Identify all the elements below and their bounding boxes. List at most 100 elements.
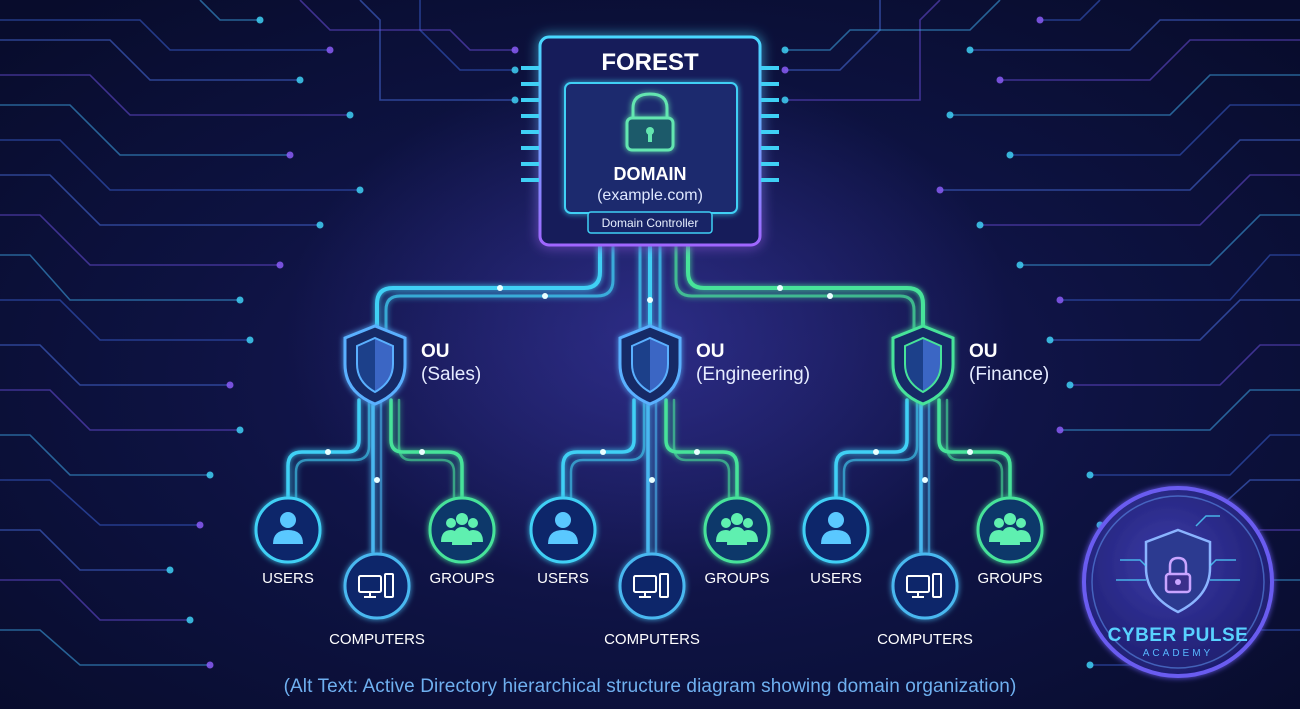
circuit-node xyxy=(346,111,354,119)
user-icon xyxy=(548,512,578,544)
ou-branch-lines xyxy=(834,398,1012,554)
ou-node-2: OU(Engineering) USERS GROUPS COMPUTERS xyxy=(529,324,810,648)
caption: (Alt Text: Active Directory hierarchical… xyxy=(283,676,1017,697)
computers-label: COMPUTERS xyxy=(329,631,425,648)
padlock-icon xyxy=(625,92,675,152)
users-label: USERS xyxy=(537,570,589,587)
circuit-node xyxy=(206,471,214,479)
logo-line2: ACADEMY xyxy=(1143,648,1213,659)
shield-icon xyxy=(343,324,407,406)
circuit-node xyxy=(511,66,519,74)
connector-dots xyxy=(497,285,833,303)
users-node xyxy=(529,496,597,564)
group-icon xyxy=(989,513,1031,545)
circuit-trace-right xyxy=(1050,299,1300,341)
domain-name: (example.com) xyxy=(597,187,703,204)
branch-dot xyxy=(649,477,655,483)
shield-icon xyxy=(891,324,955,406)
circuit-trace-left xyxy=(0,434,210,476)
branch-groups xyxy=(389,398,464,500)
circuit-trace-left xyxy=(0,344,230,386)
circuit-trace-left xyxy=(0,529,170,571)
branch-groups xyxy=(937,398,1012,500)
circuit-node xyxy=(246,336,254,344)
circuit-trace-right xyxy=(785,0,941,101)
circuit-trace-right xyxy=(1060,254,1300,301)
groups-node xyxy=(703,496,771,564)
circuit-node xyxy=(511,96,519,104)
circuit-node xyxy=(256,16,264,24)
groups-node xyxy=(976,496,1044,564)
branch-dot xyxy=(873,449,879,455)
circuit-node xyxy=(781,96,789,104)
group-icon xyxy=(716,513,758,545)
branch-users-2 xyxy=(842,398,919,500)
circuit-node xyxy=(356,186,364,194)
branch-groups-2 xyxy=(397,398,456,500)
circuit-node xyxy=(966,46,974,54)
circuit-trace-left xyxy=(419,0,515,71)
computer-icon xyxy=(633,573,669,598)
circuit-node xyxy=(316,221,324,229)
branch-dot xyxy=(922,477,928,483)
circuit-node xyxy=(236,296,244,304)
circuit-node xyxy=(1086,471,1094,479)
computers-node xyxy=(343,552,411,620)
circuit-node xyxy=(781,46,789,54)
shield-icon xyxy=(618,324,682,406)
circuit-node xyxy=(196,521,204,529)
computers-node xyxy=(618,552,686,620)
circuit-trace-left xyxy=(299,0,515,51)
circuit-trace-right xyxy=(1070,344,1300,386)
circuit-node xyxy=(946,111,954,119)
computer-icon xyxy=(358,573,394,598)
circuit-node xyxy=(976,221,984,229)
circuit-node xyxy=(296,76,304,84)
logo-circuit-traces xyxy=(1116,515,1240,581)
circuit-trace-right xyxy=(1000,39,1300,81)
circuit-node xyxy=(511,46,519,54)
circuit-trace-left xyxy=(199,0,260,21)
circuit-trace-right xyxy=(1020,214,1300,266)
circuit-node xyxy=(236,426,244,434)
circuit-node xyxy=(186,616,194,624)
domain-controller-box xyxy=(587,211,713,234)
connector-finance-2 xyxy=(674,244,916,332)
circuit-trace-left xyxy=(0,74,350,116)
circuit-node xyxy=(1036,16,1044,24)
ou-name: (Engineering) xyxy=(696,364,810,385)
circuit-node xyxy=(936,186,944,194)
computers-label: COMPUTERS xyxy=(604,631,700,648)
circuit-node xyxy=(781,66,789,74)
forest-pins xyxy=(521,66,779,182)
circuit-node xyxy=(1006,151,1014,159)
user-icon xyxy=(273,512,303,544)
ou-label: OU xyxy=(696,341,725,362)
branch-users-2 xyxy=(294,398,371,500)
groups-label: GROUPS xyxy=(704,570,769,587)
domain-to-ou-connectors xyxy=(375,244,925,332)
branch-dot xyxy=(325,449,331,455)
circuit-node xyxy=(1016,261,1024,269)
logo-shield-icon xyxy=(1144,528,1212,614)
circuit-trace-right xyxy=(785,0,1001,51)
branch-dot xyxy=(374,477,380,483)
circuit-trace-right xyxy=(980,174,1300,226)
circuit-node xyxy=(166,566,174,574)
circuit-trace-right xyxy=(940,139,1300,191)
circuit-trace-right xyxy=(1060,389,1300,431)
domain-label: DOMAIN xyxy=(614,164,687,184)
users-label: USERS xyxy=(810,570,862,587)
circuit-trace-right xyxy=(950,74,1300,116)
branch-dot xyxy=(694,449,700,455)
domain-controller-label: Domain Controller xyxy=(602,216,699,230)
circuit-trace-right xyxy=(1010,104,1300,156)
branch-users xyxy=(561,398,636,500)
connector-sales xyxy=(375,244,602,332)
circuit-node xyxy=(1086,661,1094,669)
branch-dot xyxy=(600,449,606,455)
groups-label: GROUPS xyxy=(977,570,1042,587)
